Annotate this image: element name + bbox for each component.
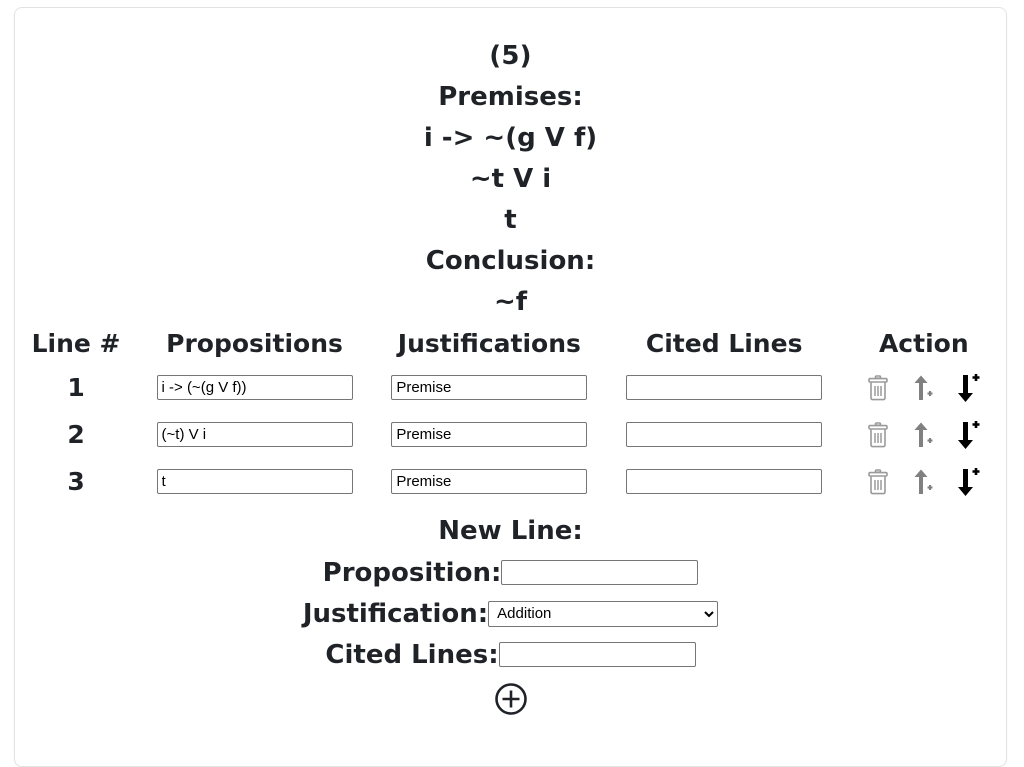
header-propositions: Propositions — [166, 329, 343, 358]
conclusion-formula: ~f — [493, 287, 528, 317]
arrow-down-plus-icon[interactable] — [954, 372, 982, 404]
new-justification-select[interactable]: Addition — [488, 600, 719, 627]
cited-lines-cell — [607, 458, 842, 505]
proof-builder-card: (5) Premises: i -> ~(g V f) ~t V i t Con… — [14, 7, 1007, 767]
header-cited-lines: Cited Lines — [645, 329, 803, 358]
premise-formula-1: i -> ~(g V f) — [423, 123, 598, 153]
add-line-row — [15, 681, 1006, 721]
line-number: 3 — [67, 467, 85, 496]
problem-number: (5) — [489, 41, 532, 71]
proposition-label: Proposition: — [322, 557, 502, 588]
premises-label: Premises: — [438, 82, 583, 112]
premise-formula-3: t — [504, 205, 517, 235]
proposition-cell — [137, 364, 372, 411]
new-line-title: New Line: — [438, 516, 583, 546]
trash-icon[interactable] — [866, 421, 890, 449]
cited-lines-cell — [607, 364, 842, 411]
new-line-cited-lines-row: Cited Lines: — [15, 634, 1006, 675]
arrow-up-plus-icon[interactable] — [909, 468, 935, 496]
conclusion-label: Conclusion: — [425, 246, 596, 276]
premise-formula-2: ~t V i — [469, 164, 552, 194]
arrow-down-plus-icon[interactable] — [954, 419, 982, 451]
new-proposition-input[interactable] — [501, 560, 699, 585]
justification-cell — [372, 411, 607, 458]
action-cell — [842, 364, 1006, 411]
table-row: 3 — [15, 458, 1006, 505]
arrow-down-plus-icon[interactable] — [954, 466, 982, 498]
table-row: 2 — [15, 411, 1006, 458]
header-action: Action — [878, 329, 969, 358]
proposition-input[interactable] — [156, 422, 353, 447]
circle-plus-icon[interactable] — [493, 681, 529, 717]
table-row: 1 — [15, 364, 1006, 411]
proposition-input[interactable] — [156, 469, 353, 494]
new-line-justification-row: Justification: Addition — [15, 593, 1006, 634]
action-cell — [842, 458, 1006, 505]
justification-cell — [372, 364, 607, 411]
line-number: 1 — [67, 373, 85, 402]
justification-label: Justification: — [302, 598, 489, 629]
table-header-row: Line # Propositions Justifications Cited… — [15, 329, 1006, 364]
cited-lines-cell — [607, 411, 842, 458]
justification-cell — [372, 458, 607, 505]
new-cited-lines-input[interactable] — [498, 642, 696, 667]
proposition-cell — [137, 458, 372, 505]
problem-header: (5) Premises: i -> ~(g V f) ~t V i t Con… — [15, 8, 1006, 323]
arrow-up-plus-icon[interactable] — [909, 421, 935, 449]
arrow-up-plus-icon[interactable] — [909, 374, 935, 402]
trash-icon[interactable] — [866, 374, 890, 402]
header-line-number: Line # — [31, 329, 121, 358]
cited-lines-input[interactable] — [626, 469, 823, 494]
cited-lines-label: Cited Lines: — [325, 639, 499, 670]
cited-lines-input[interactable] — [626, 422, 823, 447]
proposition-cell — [137, 411, 372, 458]
cited-lines-input[interactable] — [626, 375, 823, 400]
trash-icon[interactable] — [866, 468, 890, 496]
justification-input[interactable] — [391, 422, 588, 447]
action-cell — [842, 411, 1006, 458]
new-line-proposition-row: Proposition: — [15, 552, 1006, 593]
justification-input[interactable] — [391, 375, 588, 400]
header-justifications: Justifications — [397, 329, 581, 358]
proof-table: Line # Propositions Justifications Cited… — [15, 329, 1006, 505]
line-number: 2 — [67, 420, 85, 449]
proposition-input[interactable] — [156, 375, 353, 400]
justification-input[interactable] — [391, 469, 588, 494]
